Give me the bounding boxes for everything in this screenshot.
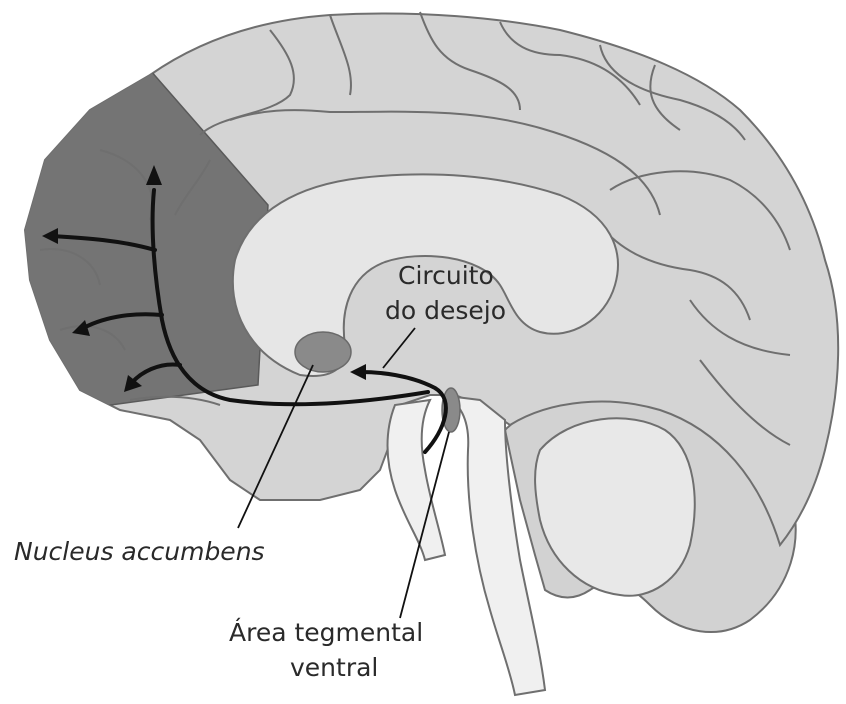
nucleus-accumbens-label: Nucleus accumbens (14, 537, 265, 566)
nucleus-accumbens (295, 332, 351, 372)
circuit-label-line2: do desejo (385, 296, 506, 325)
vta-label-line1: Área tegmental (229, 618, 423, 647)
vta-label-line2: ventral (290, 653, 378, 682)
circuit-label-line1: Circuito (398, 261, 494, 290)
